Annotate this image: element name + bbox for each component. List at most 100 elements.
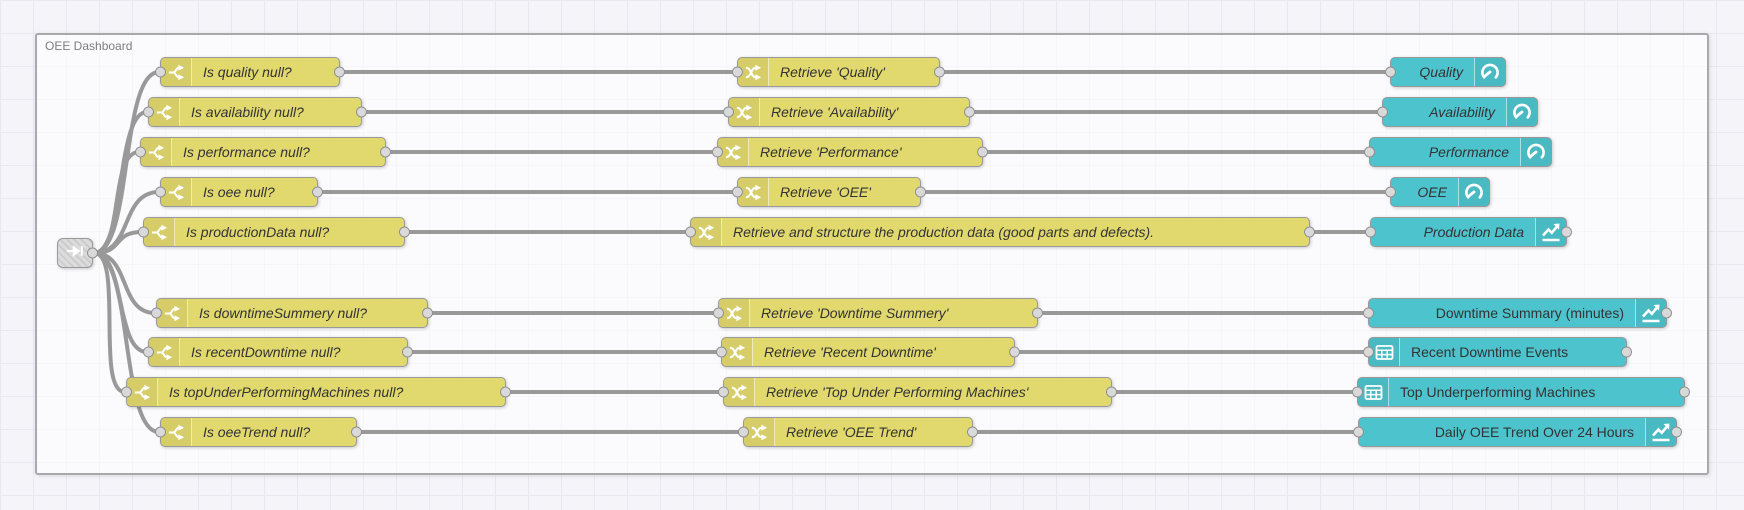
switch-node[interactable]: Is productionData null? bbox=[138, 217, 410, 247]
dashboard-node[interactable]: Top Underperforming Machines bbox=[1352, 377, 1690, 407]
input-port[interactable] bbox=[1364, 146, 1375, 158]
input-port[interactable] bbox=[1352, 386, 1363, 398]
change-node[interactable]: Retrieve 'Downtime Summery' bbox=[713, 298, 1043, 328]
input-port[interactable] bbox=[1385, 186, 1396, 198]
dashboard-node[interactable]: Production Data bbox=[1365, 217, 1572, 247]
output-port[interactable] bbox=[422, 307, 433, 319]
input-port[interactable] bbox=[1363, 346, 1374, 358]
switch-node[interactable]: Is recentDowntime null? bbox=[143, 337, 413, 367]
output-port[interactable] bbox=[1561, 226, 1572, 238]
output-port[interactable] bbox=[964, 106, 975, 118]
node-label: Retrieve 'OEE Trend' bbox=[786, 424, 917, 440]
input-port[interactable] bbox=[143, 106, 154, 118]
input-port[interactable] bbox=[155, 426, 166, 438]
input-port[interactable] bbox=[738, 426, 749, 438]
input-port[interactable] bbox=[155, 66, 166, 78]
input-port[interactable] bbox=[732, 66, 743, 78]
dashboard-node[interactable]: Recent Downtime Events bbox=[1363, 337, 1632, 367]
input-port[interactable] bbox=[716, 346, 727, 358]
output-port[interactable] bbox=[334, 66, 345, 78]
output-port[interactable] bbox=[399, 226, 410, 238]
output-port[interactable] bbox=[1304, 226, 1315, 238]
node-label: Is recentDowntime null? bbox=[191, 344, 341, 360]
change-icon bbox=[719, 299, 750, 327]
change-node[interactable]: Retrieve 'Recent Downtime' bbox=[716, 337, 1020, 367]
node-label: Quality bbox=[1419, 64, 1463, 80]
input-port[interactable] bbox=[685, 226, 696, 238]
change-icon bbox=[722, 338, 753, 366]
input-port[interactable] bbox=[143, 346, 154, 358]
input-port[interactable] bbox=[1377, 106, 1388, 118]
chart-icon bbox=[1535, 218, 1566, 246]
input-port[interactable] bbox=[121, 386, 132, 398]
change-node[interactable]: Retrieve 'OEE Trend' bbox=[738, 417, 978, 447]
change-node[interactable]: Retrieve and structure the production da… bbox=[685, 217, 1315, 247]
node-label: Top Underperforming Machines bbox=[1400, 384, 1596, 400]
output-port[interactable] bbox=[380, 146, 391, 158]
input-port[interactable] bbox=[1363, 307, 1374, 319]
table-icon bbox=[1358, 378, 1389, 406]
node-label: Is oee null? bbox=[203, 184, 275, 200]
node-label: Is downtimeSummery null? bbox=[199, 305, 368, 321]
node-label: Retrieve and structure the production da… bbox=[733, 224, 1155, 240]
switch-node[interactable]: Is performance null? bbox=[135, 137, 391, 167]
output-port[interactable] bbox=[312, 186, 323, 198]
dashboard-node[interactable]: Downtime Summary (minutes) bbox=[1363, 298, 1672, 328]
input-port[interactable] bbox=[1385, 66, 1396, 78]
switch-node[interactable]: Is oeeTrend null? bbox=[155, 417, 362, 447]
wire[interactable] bbox=[92, 150, 141, 255]
output-port[interactable] bbox=[356, 106, 367, 118]
output-port[interactable] bbox=[1621, 346, 1632, 358]
switch-node[interactable]: Is availability null? bbox=[143, 97, 367, 127]
dashboard-node[interactable]: Quality bbox=[1385, 57, 1506, 87]
input-port[interactable] bbox=[138, 226, 149, 238]
output-port[interactable] bbox=[351, 426, 362, 438]
change-node[interactable]: Retrieve 'Performance' bbox=[712, 137, 988, 167]
input-port[interactable] bbox=[713, 307, 724, 319]
change-icon bbox=[729, 98, 760, 126]
input-port[interactable] bbox=[732, 186, 743, 198]
dashboard-node[interactable]: Daily OEE Trend Over 24 Hours bbox=[1353, 417, 1682, 447]
output-port[interactable] bbox=[1679, 386, 1690, 398]
input-port[interactable] bbox=[155, 186, 166, 198]
link-in-node[interactable] bbox=[57, 238, 98, 268]
switch-node[interactable]: Is downtimeSummery null? bbox=[151, 298, 433, 328]
output-port[interactable] bbox=[402, 346, 413, 358]
change-icon bbox=[718, 138, 749, 166]
change-node[interactable]: Retrieve 'Quality' bbox=[732, 57, 945, 87]
switch-icon bbox=[141, 138, 172, 166]
input-port[interactable] bbox=[1353, 426, 1364, 438]
output-port[interactable] bbox=[1009, 346, 1020, 358]
input-port[interactable] bbox=[135, 146, 146, 158]
change-node[interactable]: Retrieve 'OEE' bbox=[732, 177, 926, 207]
node-label: Retrieve 'Quality' bbox=[780, 64, 885, 80]
output-port[interactable] bbox=[500, 386, 511, 398]
output-port[interactable] bbox=[967, 426, 978, 438]
output-port[interactable] bbox=[87, 247, 98, 259]
dashboard-node[interactable]: OEE bbox=[1385, 177, 1490, 207]
output-port[interactable] bbox=[934, 66, 945, 78]
switch-node[interactable]: Is quality null? bbox=[155, 57, 345, 87]
node-label: Daily OEE Trend Over 24 Hours bbox=[1434, 424, 1634, 440]
input-port[interactable] bbox=[151, 307, 162, 319]
output-port[interactable] bbox=[977, 146, 988, 158]
output-port[interactable] bbox=[1661, 307, 1672, 319]
input-port[interactable] bbox=[718, 386, 729, 398]
output-port[interactable] bbox=[1671, 426, 1682, 438]
output-port[interactable] bbox=[1106, 386, 1117, 398]
switch-node[interactable]: Is oee null? bbox=[155, 177, 323, 207]
input-port[interactable] bbox=[723, 106, 734, 118]
wire[interactable] bbox=[92, 251, 161, 434]
dashboard-node[interactable]: Availability bbox=[1377, 97, 1538, 127]
input-port[interactable] bbox=[1365, 226, 1376, 238]
output-port[interactable] bbox=[915, 186, 926, 198]
change-node[interactable]: Retrieve 'Availability' bbox=[723, 97, 975, 127]
switch-node[interactable]: Is topUnderPerformingMachines null? bbox=[121, 377, 511, 407]
output-port[interactable] bbox=[1032, 307, 1043, 319]
change-node[interactable]: Retrieve 'Top Under Performing Machines' bbox=[718, 377, 1117, 407]
node-label: Production Data bbox=[1423, 224, 1524, 240]
dashboard-node[interactable]: Performance bbox=[1364, 137, 1552, 167]
input-port[interactable] bbox=[712, 146, 723, 158]
